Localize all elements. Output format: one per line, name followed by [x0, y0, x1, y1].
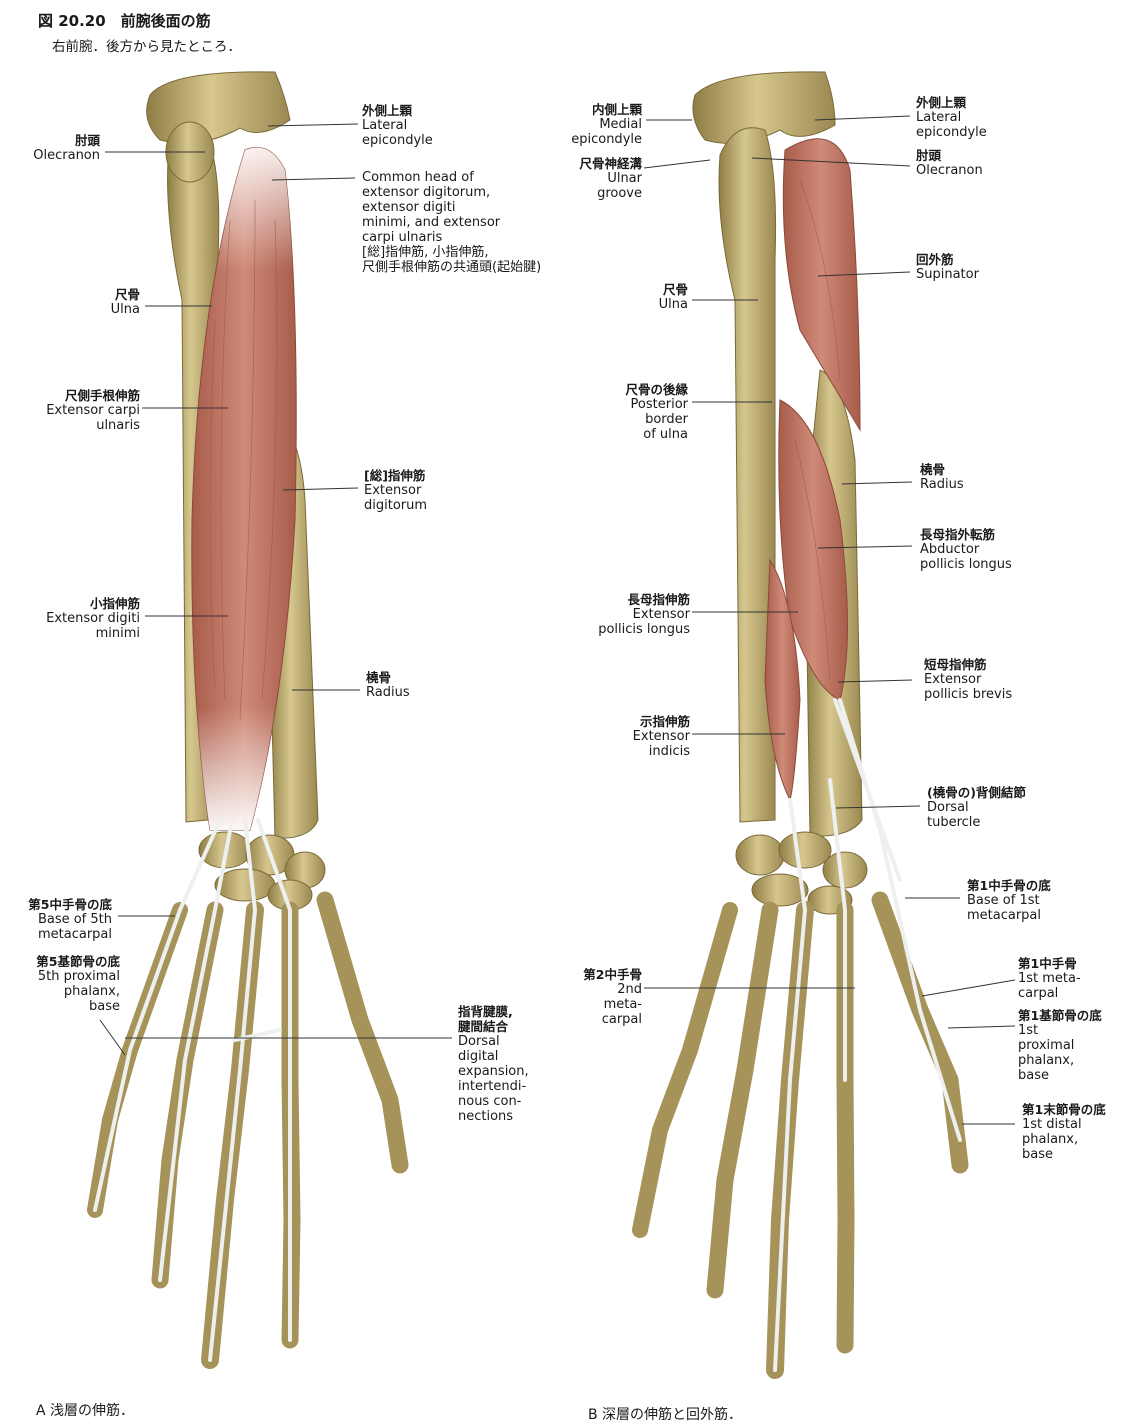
figure-title: 図 20.20 前腕後面の筋 [38, 12, 211, 30]
figure-subtitle: 右前腕．後方から見たところ． [52, 39, 241, 55]
label-common-head: Common head of extensor digitorum, exten… [362, 170, 542, 275]
caption-b: B 深層の伸筋と回外筋． [588, 1407, 743, 1423]
caption-a: A 浅層の伸筋． [36, 1403, 135, 1419]
panel-b-forearm [632, 71, 969, 1379]
panel-a-forearm [87, 71, 409, 1369]
